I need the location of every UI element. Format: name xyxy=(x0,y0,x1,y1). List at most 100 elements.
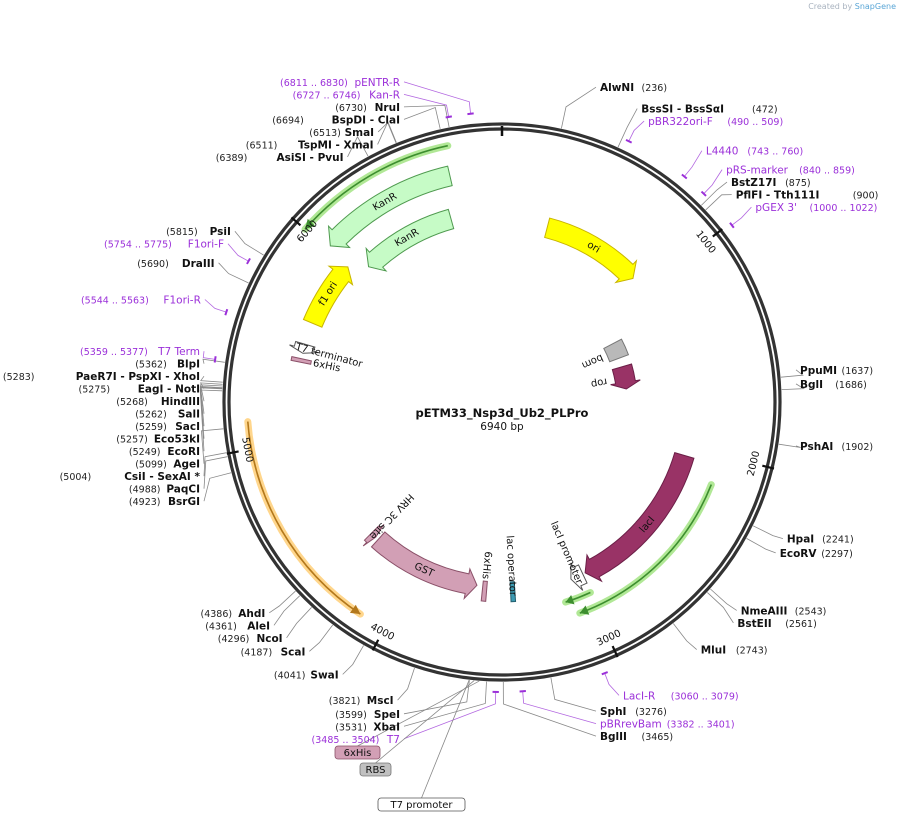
primer-pbrrevbam[interactable]: pBRrevBam(3382 .. 3401) xyxy=(600,719,735,731)
site-leader-spei xyxy=(403,680,470,715)
site-draiii[interactable]: DraIII(5690) xyxy=(137,258,214,270)
site-alei[interactable]: AleI(4361) xyxy=(205,620,270,632)
primer-t7-term[interactable]: T7 Term(5359 .. 5377) xyxy=(80,346,200,358)
site-eagi-noti[interactable]: EagI - NotI(5275) xyxy=(79,384,200,396)
site-alwni[interactable]: AlwNI(236) xyxy=(600,82,667,94)
site-position: (5268) xyxy=(116,397,148,408)
feature-bom[interactable] xyxy=(603,338,630,363)
primer-t7[interactable]: T7(3485 .. 3504) xyxy=(312,734,400,746)
primer-leader-prs-marker xyxy=(703,169,723,194)
site-ecori[interactable]: EcoRI(5249) xyxy=(129,446,200,458)
orf-green-top xyxy=(304,144,448,230)
site-msci[interactable]: MscI(3821) xyxy=(329,695,394,707)
site-leader-ahdi xyxy=(269,590,296,614)
site-sphi[interactable]: SphI(3276) xyxy=(600,706,667,718)
site-name: MscI xyxy=(367,695,394,707)
site-bsssi-bsss-i[interactable]: BssSI - BssSαI(472) xyxy=(641,104,777,116)
feature-laci-promoter[interactable] xyxy=(570,562,588,591)
site-xbai[interactable]: XbaI(3531) xyxy=(335,721,400,733)
site-ahdi[interactable]: AhdI(4386) xyxy=(201,608,266,620)
feature-ori[interactable] xyxy=(544,217,638,284)
site-bsteii[interactable]: BstEII(2561) xyxy=(737,618,816,630)
site-asisi-pvui[interactable]: AsiSI - PvuI(6389) xyxy=(216,152,344,164)
primer-kan-r[interactable]: Kan-R(6727 .. 6746) xyxy=(293,89,400,101)
callout-box-t7-promoter[interactable] xyxy=(377,797,466,812)
backbone-outer xyxy=(222,122,782,682)
feature-f1-ori[interactable] xyxy=(302,265,354,328)
site-nrui[interactable]: NruI(6730) xyxy=(335,102,400,114)
site-bglii[interactable]: BglII(3465) xyxy=(600,731,673,743)
primer-pentr-r[interactable]: pENTR-R(6811 .. 6830) xyxy=(280,77,400,89)
primer-leader-t7-term xyxy=(202,351,216,360)
primer-l4440[interactable]: L4440(743 .. 760) xyxy=(706,146,803,158)
feature-laci[interactable] xyxy=(584,452,695,583)
primer-name: pBRrevBam xyxy=(600,719,662,731)
callout-box-6xhis[interactable] xyxy=(334,745,381,760)
site-position: (2241) xyxy=(822,535,854,546)
site-eco53ki[interactable]: Eco53kI(5257) xyxy=(116,434,200,446)
primer-f1ori-r[interactable]: F1ori-R(5544 .. 5563) xyxy=(81,295,201,307)
site-leader-draiii xyxy=(218,262,249,284)
feature-label-rop: rop xyxy=(590,375,608,389)
site-swai[interactable]: SwaI(4041) xyxy=(274,669,339,681)
feature-hrv-3c-site[interactable] xyxy=(362,524,385,547)
site-agei[interactable]: AgeI(5099) xyxy=(135,459,200,471)
feature-6xhis-2[interactable] xyxy=(290,356,312,365)
site-paqci[interactable]: PaqCI(4988) xyxy=(129,484,200,496)
site-sali[interactable]: SalI(5262) xyxy=(135,409,200,421)
feature-label-bom: bom xyxy=(580,351,605,370)
primer-pbr322ori-f[interactable]: pBR322ori-F(490 .. 509) xyxy=(648,116,783,128)
primer-laci-r[interactable]: LacI-R(3060 .. 3079) xyxy=(623,690,739,702)
callout-label-6xhis: 6xHis xyxy=(344,748,372,759)
site-nmeaiii[interactable]: NmeAIII(2543) xyxy=(741,605,827,617)
primer-prs-marker[interactable]: pRS-marker(840 .. 859) xyxy=(726,165,855,177)
site-scai[interactable]: ScaI(4187) xyxy=(241,646,306,658)
feature-gst[interactable] xyxy=(370,531,478,600)
site-hpai[interactable]: HpaI(2241) xyxy=(787,534,854,546)
primer-mark-f1ori-r xyxy=(224,308,229,316)
site-psii[interactable]: PsiI(5815) xyxy=(166,226,231,238)
primer-name: pBR322ori-F xyxy=(648,116,713,128)
site-leader-msci xyxy=(397,667,415,701)
feature-kanr[interactable] xyxy=(327,165,453,249)
site-bspdi-clai[interactable]: BspDI - ClaI(6694) xyxy=(272,114,400,126)
feature-lac-operator[interactable] xyxy=(509,581,517,603)
primer-f1ori-f[interactable]: F1ori-F(5754 .. 5775) xyxy=(104,239,224,251)
site-bstz17i[interactable]: BstZ17I(875) xyxy=(731,177,811,189)
orf-green-inner-head xyxy=(565,594,575,605)
feature-layer xyxy=(289,165,695,603)
site-leader-bsssi-bsss-i xyxy=(617,108,638,148)
site-tspmi-xmai[interactable]: TspMI - XmaI(6511) xyxy=(246,139,374,151)
feature-t7-terminator[interactable] xyxy=(289,340,319,354)
primer-leader-t7 xyxy=(403,691,497,740)
site-hindiii[interactable]: HindIII(5268) xyxy=(116,396,200,408)
primer-pgex-3[interactable]: pGEX 3'(1000 .. 1022) xyxy=(755,202,877,214)
feature-rop[interactable] xyxy=(610,363,641,390)
site-leader-alei xyxy=(273,595,301,626)
site-spei[interactable]: SpeI(3599) xyxy=(335,709,400,721)
primer-leader-pentr-r xyxy=(403,81,471,114)
site-csii-sexai[interactable]: CsiI - SexAI *(5004) xyxy=(60,471,201,483)
site-ncoi[interactable]: NcoI(4296) xyxy=(218,633,283,645)
site-name: BstEII xyxy=(737,618,771,630)
feature-kanr-2[interactable] xyxy=(365,208,455,272)
feature-6xhis[interactable] xyxy=(480,580,488,602)
orf-green-top-head xyxy=(304,218,316,230)
site-ecorv[interactable]: EcoRV(2297) xyxy=(780,548,853,560)
site-bgli[interactable]: BglI(1686) xyxy=(800,379,867,391)
site-blpi[interactable]: BlpI(5362) xyxy=(135,359,200,371)
site-position: (236) xyxy=(642,83,668,94)
site-saci[interactable]: SacI(5259) xyxy=(135,421,200,433)
site-mlui[interactable]: MluI(2743) xyxy=(701,645,768,657)
site-bsrgi[interactable]: BsrGI(4923) xyxy=(129,496,200,508)
site-pshai[interactable]: PshAI(1902) xyxy=(800,441,873,453)
site-smai[interactable]: SmaI(6513) xyxy=(309,127,374,139)
orf-green-right xyxy=(579,484,713,614)
callout-box-rbs[interactable] xyxy=(359,762,392,777)
callout-label-t7-promoter: T7 promoter xyxy=(389,800,453,811)
site-ppumi[interactable]: PpuMI(1637) xyxy=(800,365,873,377)
site-pflfi-tth111i[interactable]: PflFI - Tth111I(900) xyxy=(736,190,879,202)
primer-leader-kan-r xyxy=(403,94,450,117)
site-leader-hpai xyxy=(752,525,784,539)
site-paer7i-pspxi-xhoi[interactable]: PaeR7I - PspXI - XhoI(5283) xyxy=(3,371,200,383)
